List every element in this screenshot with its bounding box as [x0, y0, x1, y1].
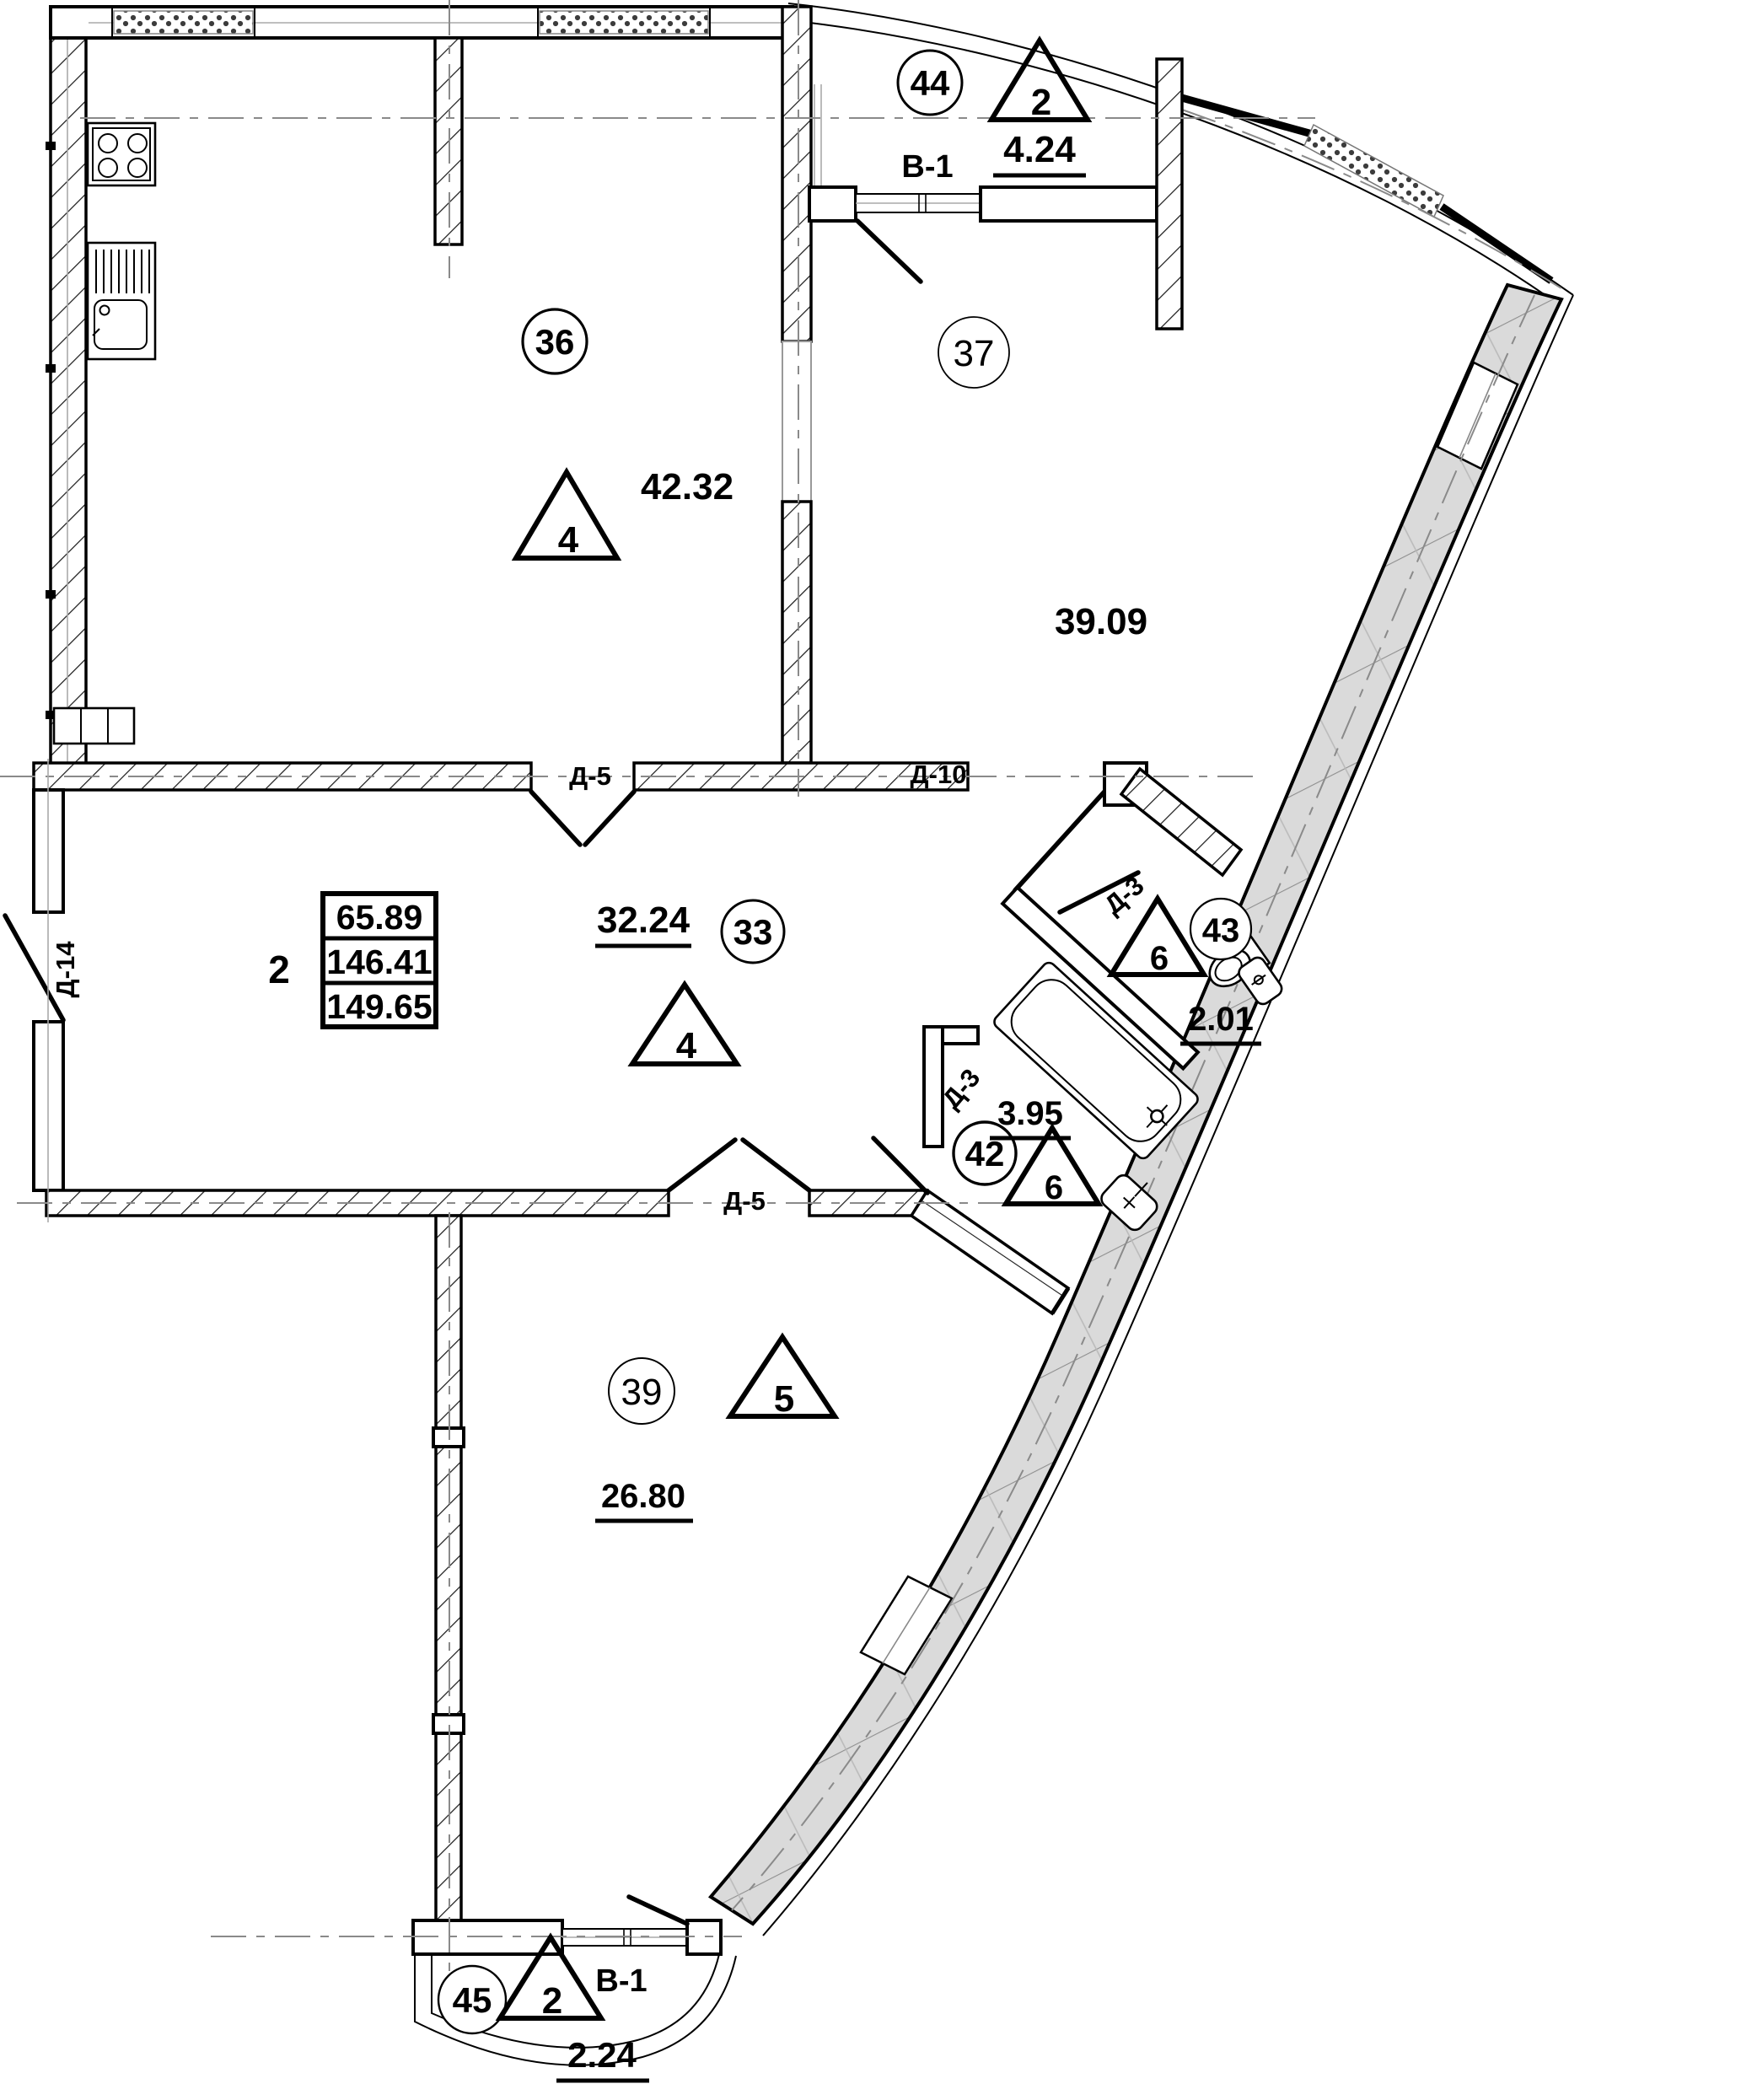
hall-triangle-label: 4: [676, 1025, 697, 1066]
wall-bath-left: [922, 1025, 944, 1148]
room-number-badge-43: [1189, 897, 1253, 961]
hall-bottom-wall: [45, 1137, 1071, 1316]
flat-number: 2: [268, 948, 290, 991]
door-tag-d5-bottom: Д-5: [723, 1186, 766, 1216]
bathroom-walls: [871, 870, 1201, 1195]
wall-wc-bath: [1000, 884, 1201, 1071]
window-top-1: [113, 10, 254, 35]
door-d3-bath-leaf: [871, 1136, 930, 1195]
total-area-value: 149.65: [326, 987, 432, 1026]
hall-area: 32.24: [597, 900, 690, 941]
door-tag-d5-top: Д-5: [569, 761, 611, 791]
apartment-area-value: 146.41: [326, 943, 432, 981]
sink-bathroom: [1100, 1174, 1158, 1232]
wall-hall-39-diagonal: [909, 1188, 1071, 1316]
door-d5-leaf-right: [583, 789, 637, 847]
balcony-45-area: 2.24: [567, 2035, 637, 2075]
window-triangle-43: [1106, 894, 1209, 977]
left-wall: [49, 5, 88, 767]
door-d14-leaf: [3, 913, 66, 1023]
balcony-44-walls: [808, 57, 1184, 330]
window-triangle-44: [986, 35, 1093, 122]
balcony-44-type: В-1: [901, 149, 953, 185]
room-37-area: 39.09: [1055, 601, 1147, 642]
wall-36-37: [781, 5, 822, 765]
window-triangle-36: [511, 467, 622, 561]
bathroom-triangle-label: 6: [1045, 1169, 1063, 1206]
balcony-45: 45 2 В-1 2.24: [437, 1932, 649, 2083]
room-number-badge-36: [521, 308, 588, 375]
middle-wall: [32, 761, 1244, 893]
wc-triangle-label: 6: [1150, 940, 1169, 977]
bathroom-42: 42 6 3.95: [952, 1095, 1104, 1206]
balcony-45-number: 45: [453, 1980, 492, 2020]
door-balcony-44-leaf: [855, 218, 923, 284]
balcony-45-triangle-label: 2: [542, 1980, 562, 2022]
axis-lines: [0, 0, 1315, 1981]
hall-number: 33: [733, 912, 773, 952]
room-37: 37 39.09: [938, 316, 1147, 642]
window-top-2: [539, 10, 709, 35]
pier-balcony-44: [1155, 57, 1184, 330]
room-number-badge-44: [896, 49, 964, 116]
hall-33: 33 32.24 4 2 65.89 146.41 149.65: [268, 891, 786, 1066]
door-d10-leaf: [1013, 789, 1107, 893]
room-39-walls: [411, 1214, 723, 1956]
wc-43: 43 6 2.01: [1106, 894, 1261, 1046]
kitchen-cabinet: [52, 706, 136, 745]
exterior-diagonal-wall: [707, 282, 1574, 1936]
room-39-triangle-label: 5: [774, 1378, 794, 1420]
room-37-number: 37: [954, 333, 995, 374]
room-39: 39 5 26.80: [595, 1332, 840, 1523]
living-area-value: 65.89: [336, 898, 423, 937]
apartment-area-table: 2 65.89 146.41 149.65: [268, 891, 438, 1029]
balcony-44-triangle-label: 2: [1031, 82, 1051, 123]
room-36-triangle-label: 4: [558, 519, 579, 561]
bathroom-area: 3.95: [997, 1095, 1063, 1132]
kitchen-sink: [86, 241, 157, 361]
wc-area: 2.01: [1188, 1001, 1254, 1038]
bathroom-number: 42: [965, 1134, 1005, 1174]
wall-hall-wc: [1119, 766, 1244, 878]
door-d5-leaf-left: [529, 789, 583, 847]
balcony-44-number: 44: [911, 63, 950, 103]
facade-top-right-curve: [787, 3, 1574, 306]
room-number-badge-33: [720, 899, 786, 964]
room-36-number: 36: [535, 322, 575, 362]
door-balcony-45-leaf: [626, 1894, 690, 1926]
exterior-walls: [46, 5, 794, 767]
stove: [86, 121, 157, 187]
bathtub: [993, 961, 1199, 1160]
door-tag-d14: Д-14: [51, 941, 80, 998]
balcony-44-area: 4.24: [1003, 129, 1076, 170]
door-d5b-leaf-right: [740, 1137, 812, 1193]
room-36-area: 42.32: [641, 466, 733, 508]
door-tag-d10: Д-10: [911, 760, 967, 789]
window-triangle-33: [627, 980, 742, 1066]
door-tag-d3-wc: Д-3: [1099, 871, 1150, 921]
wc-number: 43: [1202, 912, 1240, 949]
window-triangle-45: [495, 1932, 606, 2021]
balcony-45-type: В-1: [595, 1963, 647, 1999]
room-36: 36 42.32 4: [511, 308, 733, 561]
balcony-44: 44 2 4.24 В-1: [896, 35, 1093, 185]
room-number-badge-39: [608, 1357, 675, 1425]
door-d5b-leaf-left: [666, 1137, 738, 1193]
sink-wc: [1238, 956, 1283, 1006]
room-number-badge-45: [437, 1964, 508, 2035]
window-triangle-42: [1001, 1123, 1104, 1206]
window-triangle-39: [725, 1332, 840, 1419]
room-39-number: 39: [621, 1372, 663, 1413]
room-39-area: 26.80: [601, 1478, 685, 1515]
room-number-badge-37: [938, 316, 1010, 389]
door-d3-wc-leaf: [1057, 870, 1141, 915]
